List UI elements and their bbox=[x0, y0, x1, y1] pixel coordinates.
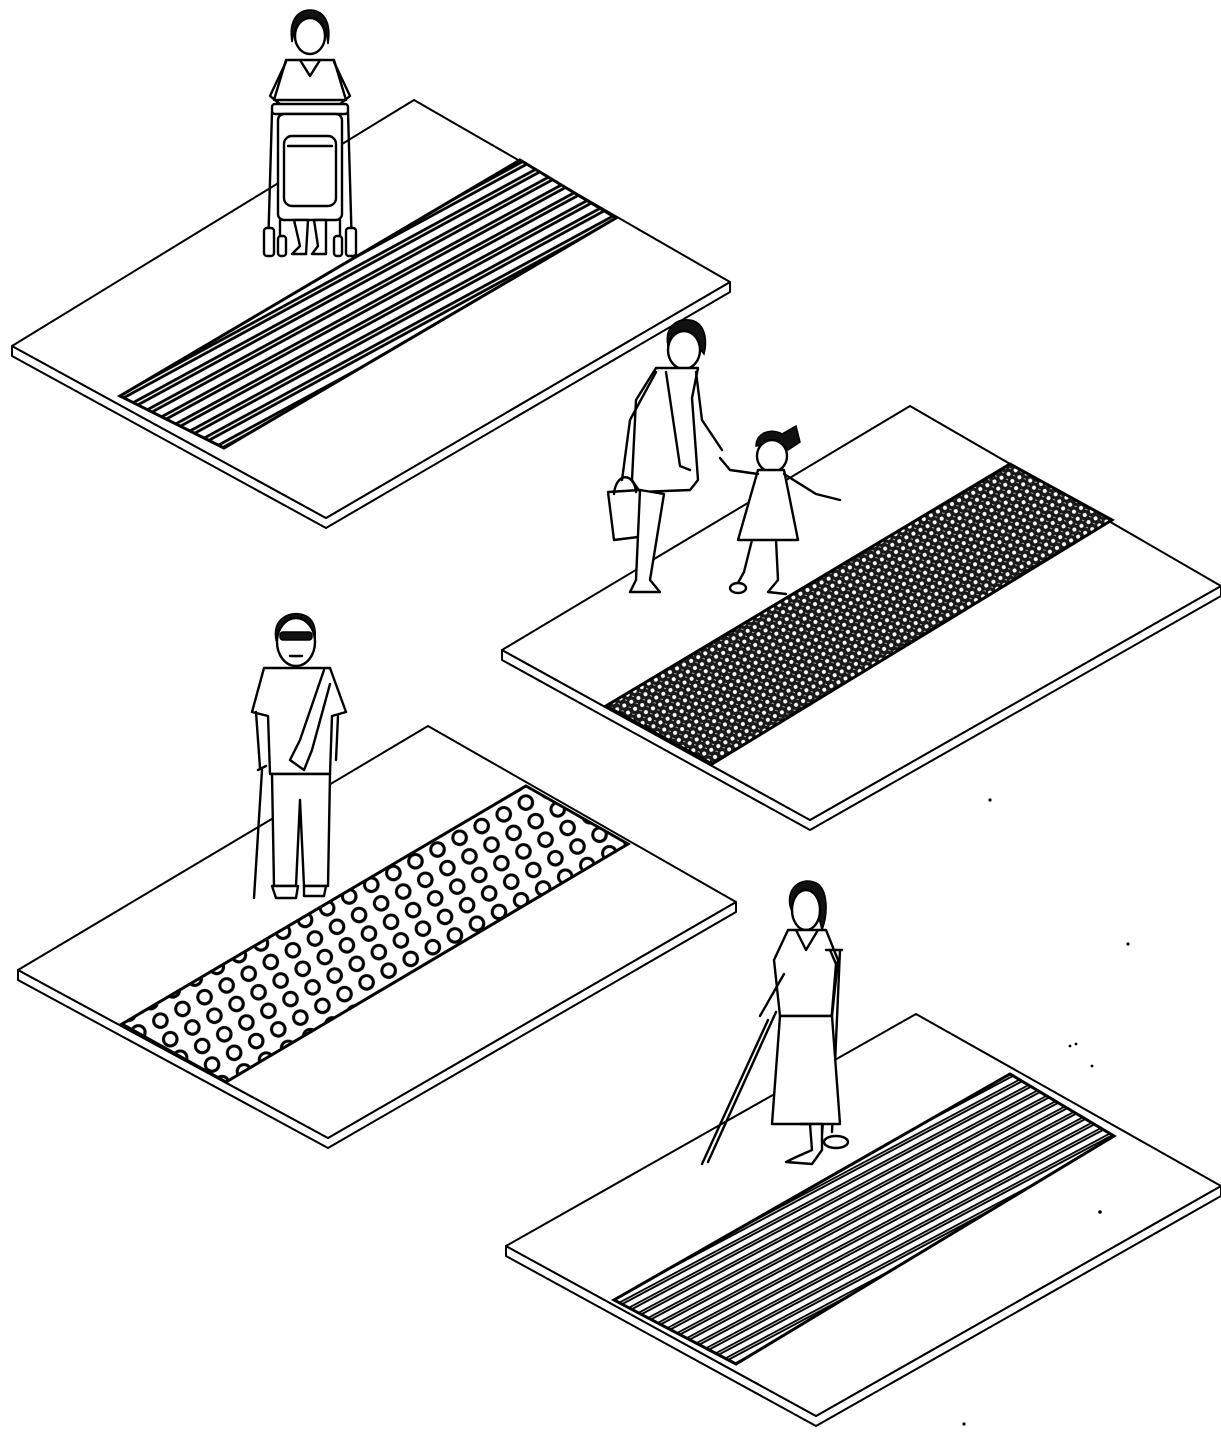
skirt bbox=[772, 1016, 840, 1124]
adult-dress bbox=[632, 368, 698, 492]
child-head bbox=[757, 440, 787, 472]
panel-dot-texture bbox=[502, 406, 1221, 830]
head bbox=[277, 618, 315, 666]
glasses bbox=[280, 632, 312, 640]
panel-diagonal-texture bbox=[506, 1014, 1221, 1426]
head bbox=[295, 18, 325, 54]
panel-truncated-dome-texture bbox=[18, 726, 736, 1148]
head bbox=[668, 331, 700, 369]
shirt bbox=[252, 668, 346, 774]
panel-bar-texture bbox=[12, 100, 730, 528]
person-with-crutches-and-white-cane bbox=[702, 881, 848, 1164]
head bbox=[792, 890, 820, 930]
